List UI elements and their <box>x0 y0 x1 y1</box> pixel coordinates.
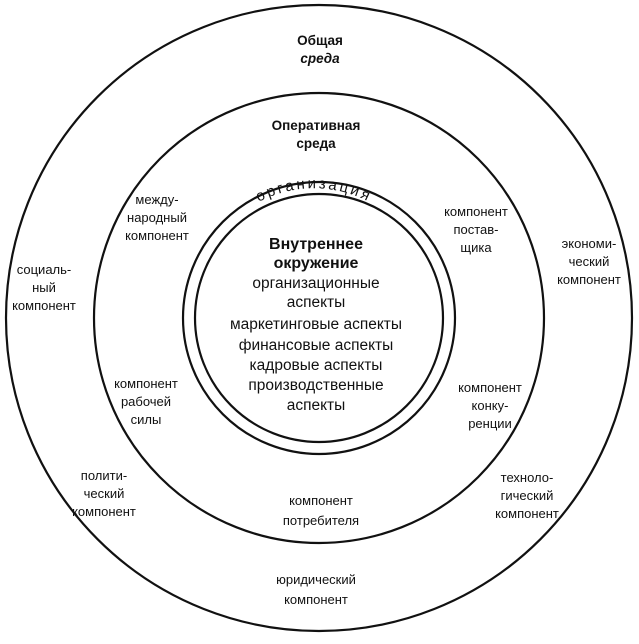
economic-component-line: ческий <box>569 254 610 269</box>
operating-environment-ring <box>92 91 546 545</box>
operating-environment-title-line1: Оперативная <box>272 118 361 133</box>
operating-environment-title-line2: среда <box>296 136 336 151</box>
general-environment-title-line1: Общая <box>297 33 343 48</box>
international-component-line: народный <box>127 210 187 225</box>
social-component-line: социаль- <box>17 262 72 277</box>
supplier-component-line: компонент <box>444 204 508 219</box>
social-component-line: ный <box>32 280 56 295</box>
general-environment-title-line2: среда <box>300 51 340 66</box>
political-component-line: ческий <box>84 486 125 501</box>
international-component-line: между- <box>135 192 178 207</box>
internal-item: финансовые аспекты <box>239 337 394 354</box>
technological-component-line: техноло- <box>501 470 554 485</box>
technological-component-line: гический <box>501 488 554 503</box>
consumer-component-line: потребителя <box>283 513 359 528</box>
consumer-component: компонент потребителя <box>283 493 359 528</box>
competition-component: компонент конку- ренции <box>458 380 522 431</box>
competition-component-line: ренции <box>468 416 512 431</box>
supplier-component-line: щика <box>460 240 492 255</box>
consumer-component-line: компонент <box>289 493 353 508</box>
organization-ring <box>181 180 457 456</box>
competition-component-line: компонент <box>458 380 522 395</box>
technological-component-line: компонент <box>495 506 559 521</box>
social-component: социаль- ный компонент <box>12 262 76 313</box>
economic-component: экономи- ческий компонент <box>557 236 621 287</box>
international-component: между- народный компонент <box>125 192 189 243</box>
legal-component-line: юридический <box>276 572 356 587</box>
social-component-line: компонент <box>12 298 76 313</box>
legal-component: юридический компонент <box>276 572 356 607</box>
general-environment-ring <box>4 3 634 633</box>
internal-item: маркетинговые аспекты <box>230 316 402 333</box>
internal-item: организационные <box>252 275 379 292</box>
labor-component-line: компонент <box>114 376 178 391</box>
internal-environment-title-line2: окружение <box>274 255 359 272</box>
labor-component-line: силы <box>131 412 162 427</box>
internal-item: производственные <box>248 377 383 394</box>
internal-environment-ring <box>193 192 445 444</box>
economic-component-line: экономи- <box>562 236 617 251</box>
labor-component: компонент рабочей силы <box>114 376 178 427</box>
supplier-component: компонент постав- щика <box>444 204 508 255</box>
internal-item: аспекты <box>287 294 346 311</box>
economic-component-line: компонент <box>557 272 621 287</box>
technological-component: техноло- гический компонент <box>495 470 559 521</box>
internal-item: аспекты <box>287 397 346 414</box>
legal-component-line: компонент <box>284 592 348 607</box>
political-component-line: полити- <box>81 468 127 483</box>
internal-item: кадровые аспекты <box>250 357 383 374</box>
competition-component-line: конку- <box>472 398 509 413</box>
supplier-component-line: постав- <box>453 222 498 237</box>
labor-component-line: рабочей <box>121 394 171 409</box>
political-component-line: компонент <box>72 504 136 519</box>
internal-environment-title-line1: Внутреннее <box>269 236 363 253</box>
international-component-line: компонент <box>125 228 189 243</box>
political-component: полити- ческий компонент <box>72 468 136 519</box>
